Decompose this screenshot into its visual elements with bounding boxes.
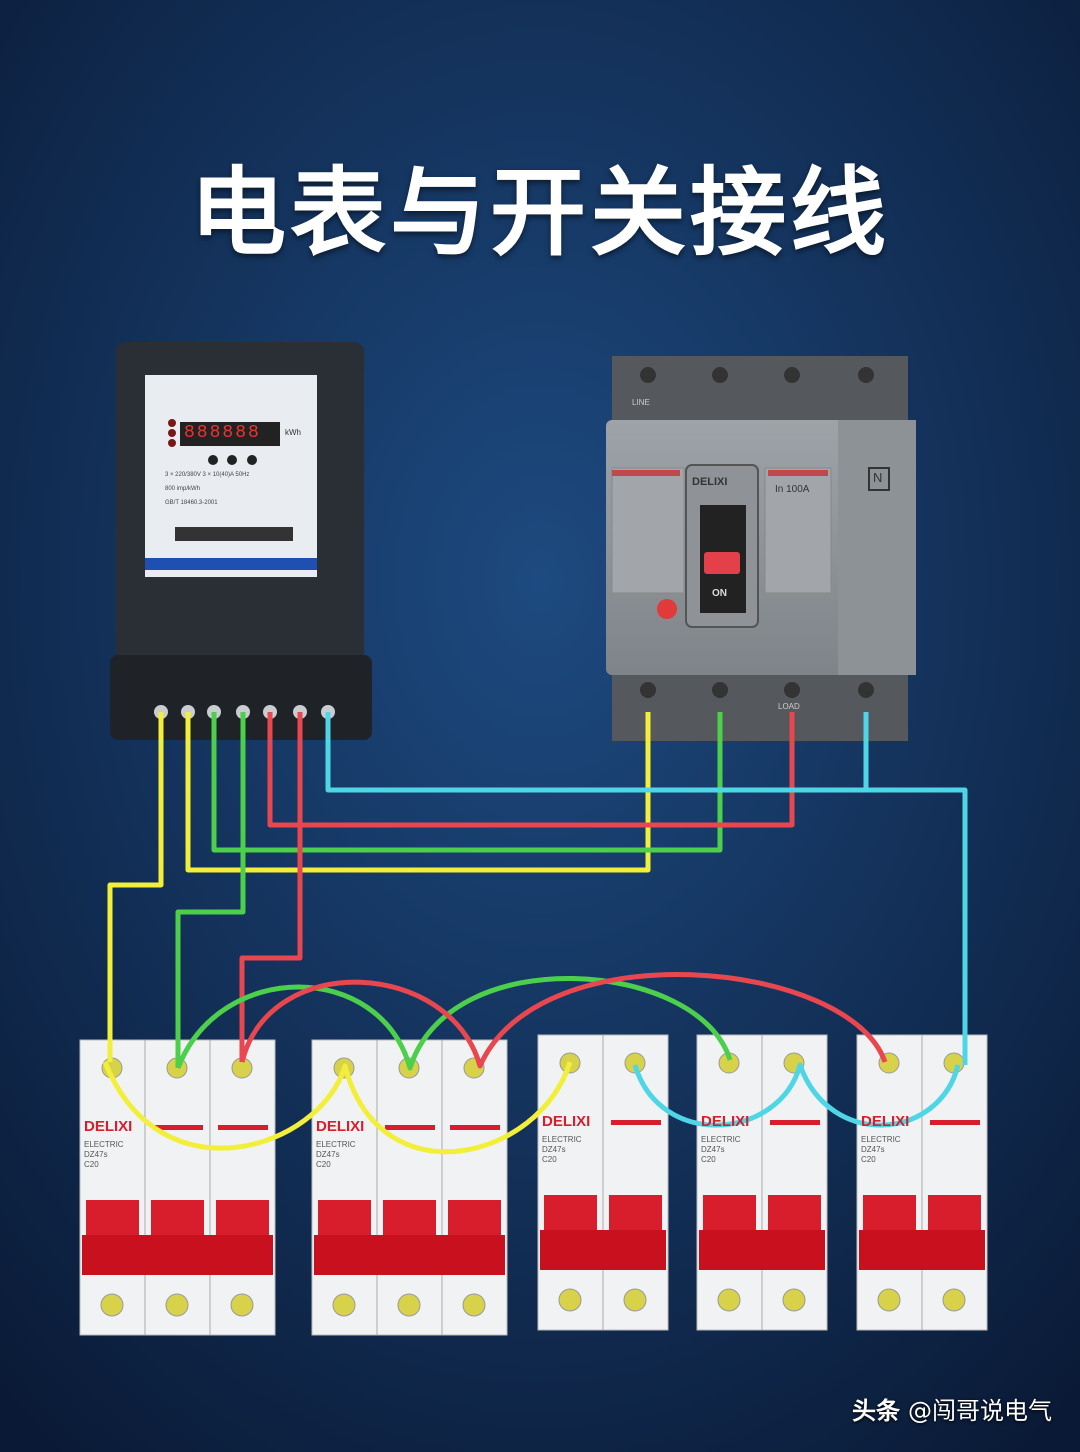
watermark: 头条 @闯哥说电气 <box>852 1391 1052 1426</box>
jumper-yellow <box>102 1061 573 1155</box>
meter-spec: 3 × 220/380V 3 × 10(40)A 50Hz <box>165 472 250 478</box>
neutral-label: N <box>873 470 883 485</box>
mcb-4 <box>696 1034 828 1331</box>
mcb-model-text: DZ47s <box>316 1150 340 1159</box>
meter-unit: kWh <box>285 428 301 437</box>
main-breaker-rating: In 100A <box>775 484 810 495</box>
mcb-rating: C20 <box>861 1155 876 1164</box>
mcb-rating: C20 <box>84 1160 99 1169</box>
watermark-platform: 头条 <box>852 1397 900 1425</box>
mcb-brand: DELIXI <box>316 1118 365 1135</box>
mcb-sub: ELECTRIC <box>861 1135 901 1144</box>
meter-display: 888888 <box>184 423 261 443</box>
wire-red-L3-in <box>267 712 795 828</box>
mcb-model-text: DZ47s <box>861 1145 885 1154</box>
meter-constant: 800 imp/kWh <box>165 486 201 492</box>
mcb-model-text: DZ47s <box>701 1145 725 1154</box>
main-breaker <box>606 356 916 741</box>
mcb-brand: DELIXI <box>701 1113 750 1130</box>
wire-green-L2-in <box>211 712 723 853</box>
meter-standard: GB/T 18460.3-2001 <box>165 500 218 506</box>
mcb-sub: ELECTRIC <box>542 1135 582 1144</box>
mcb-2 <box>311 1039 508 1336</box>
wire-red-L3-out <box>239 712 303 1062</box>
mcb-3 <box>537 1034 669 1331</box>
line-label: LINE <box>632 398 650 407</box>
mcb-5 <box>856 1034 988 1331</box>
wire-green-L2-out <box>175 712 246 1068</box>
mcb-brand: DELIXI <box>542 1113 591 1130</box>
mcb-model-text: DZ47s <box>542 1145 566 1154</box>
electric-meter <box>110 342 372 740</box>
mcb-rating: C20 <box>542 1155 557 1164</box>
page-title: 电表与开关接线 <box>190 157 890 269</box>
mcb-sub: ELECTRIC <box>701 1135 741 1144</box>
mcb-sub: ELECTRIC <box>316 1140 356 1149</box>
mcb-rating: C20 <box>316 1160 331 1169</box>
mcb-brand: DELIXI <box>861 1113 910 1130</box>
mcb-1 <box>79 1039 276 1336</box>
mcb-model-text: DZ47s <box>84 1150 108 1159</box>
wire-yellow-L1-out <box>107 712 164 1062</box>
mcb-brand: DELIXI <box>84 1118 133 1135</box>
mcb-rating: C20 <box>701 1155 716 1164</box>
jumper-green <box>175 975 733 1071</box>
wires <box>102 712 968 1155</box>
main-breaker-brand: DELIXI <box>692 476 728 488</box>
jumper-cyan <box>632 1062 961 1128</box>
watermark-author: @闯哥说电气 <box>908 1397 1052 1425</box>
mcb-sub: ELECTRIC <box>84 1140 124 1149</box>
load-label: LOAD <box>778 702 800 711</box>
wire-cyan-N <box>325 712 968 1065</box>
main-breaker-on-label[interactable]: ON <box>712 588 727 599</box>
jumper-red <box>239 972 888 1069</box>
